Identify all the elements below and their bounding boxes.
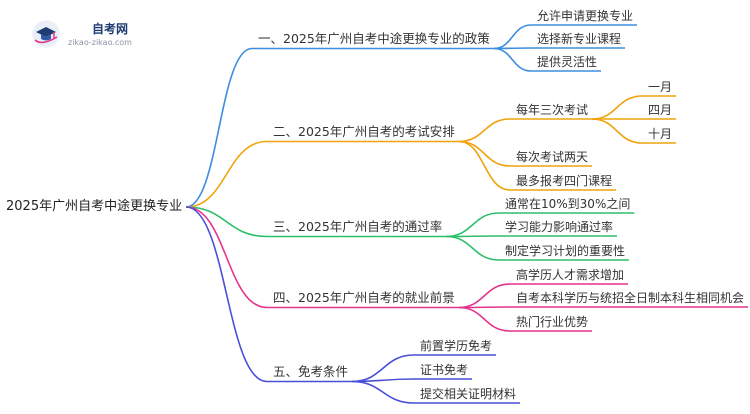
logo-domain: zikao-zikao.com <box>68 38 132 47</box>
link-leaf-1-2 <box>493 47 532 50</box>
link-root-branch-4 <box>186 206 268 309</box>
leaf-2-3: 最多报考四门课程 <box>516 174 613 188</box>
leaf-1-3: 提供灵活性 <box>537 55 598 69</box>
leaf-1-2: 选择新专业课程 <box>537 32 622 46</box>
link-leaf-4-2 <box>458 306 511 309</box>
branch-5: 五、免考条件 <box>273 364 349 379</box>
sub-2-1-1: 一月 <box>648 80 673 94</box>
root-topic: 2025年广州自考中途更换专业 <box>6 199 183 214</box>
link-leaf-3-1 <box>446 212 500 238</box>
leaf-3-3: 制定学习计划的重要性 <box>505 244 626 258</box>
leaf-3-1: 通常在10%到30%之间 <box>505 197 631 211</box>
leaf-3-2: 学习能力影响通过率 <box>505 220 614 234</box>
link-leaf-3-2 <box>446 235 500 238</box>
leaf-5-2: 证书免考 <box>420 363 469 377</box>
leaf-2-2: 每次考试两天 <box>516 150 589 164</box>
link-leaf-4-3 <box>458 306 511 332</box>
leaf-4-1: 高学历人才需求增加 <box>516 268 625 282</box>
sub-2-1-2: 四月 <box>648 103 673 117</box>
leaf-4-2: 自考本科学历与统招全日制本科生相同机会 <box>516 291 745 305</box>
link-root-branch-1 <box>185 47 253 208</box>
link-leaf-1-3 <box>493 47 532 72</box>
link-leaf-1-1 <box>493 24 532 50</box>
leaf-5-1: 前置学历免考 <box>420 339 493 353</box>
branch-4: 四、2025年广州自考的就业前景 <box>273 290 455 305</box>
leaf-4-3: 热门行业优势 <box>516 315 589 329</box>
link-sub-2-1-3 <box>592 118 643 144</box>
branch-1: 一、2025年广州自考中途更换专业的政策 <box>258 31 490 46</box>
logo-name: 自考网 <box>92 22 129 36</box>
link-leaf-4-1 <box>458 283 511 309</box>
link-leaf-5-3 <box>352 380 415 404</box>
leaf-1-1: 允许申请更换专业 <box>537 9 634 23</box>
link-sub-2-1-1 <box>592 95 643 120</box>
link-root-branch-3 <box>186 206 268 238</box>
branch-3: 三、2025年广州自考的通过率 <box>273 219 443 234</box>
link-leaf-2-2 <box>458 140 511 167</box>
link-leaf-2-3 <box>458 140 511 191</box>
link-root-branch-5 <box>185 206 268 383</box>
leaf-2-1: 每年三次考试 <box>516 103 589 117</box>
link-leaf-2-1 <box>458 118 511 143</box>
site-logo: 自考网 zikao-zikao.com <box>30 18 150 50</box>
leaf-5-3: 提交相关证明材料 <box>420 387 517 401</box>
link-leaf-5-1 <box>352 354 415 383</box>
link-root-branch-2 <box>186 140 268 208</box>
branch-2: 二、2025年广州自考的考试安排 <box>273 124 455 139</box>
graduation-cap-icon <box>32 20 60 48</box>
sub-2-1-3: 十月 <box>648 127 673 141</box>
link-leaf-3-3 <box>446 235 500 261</box>
